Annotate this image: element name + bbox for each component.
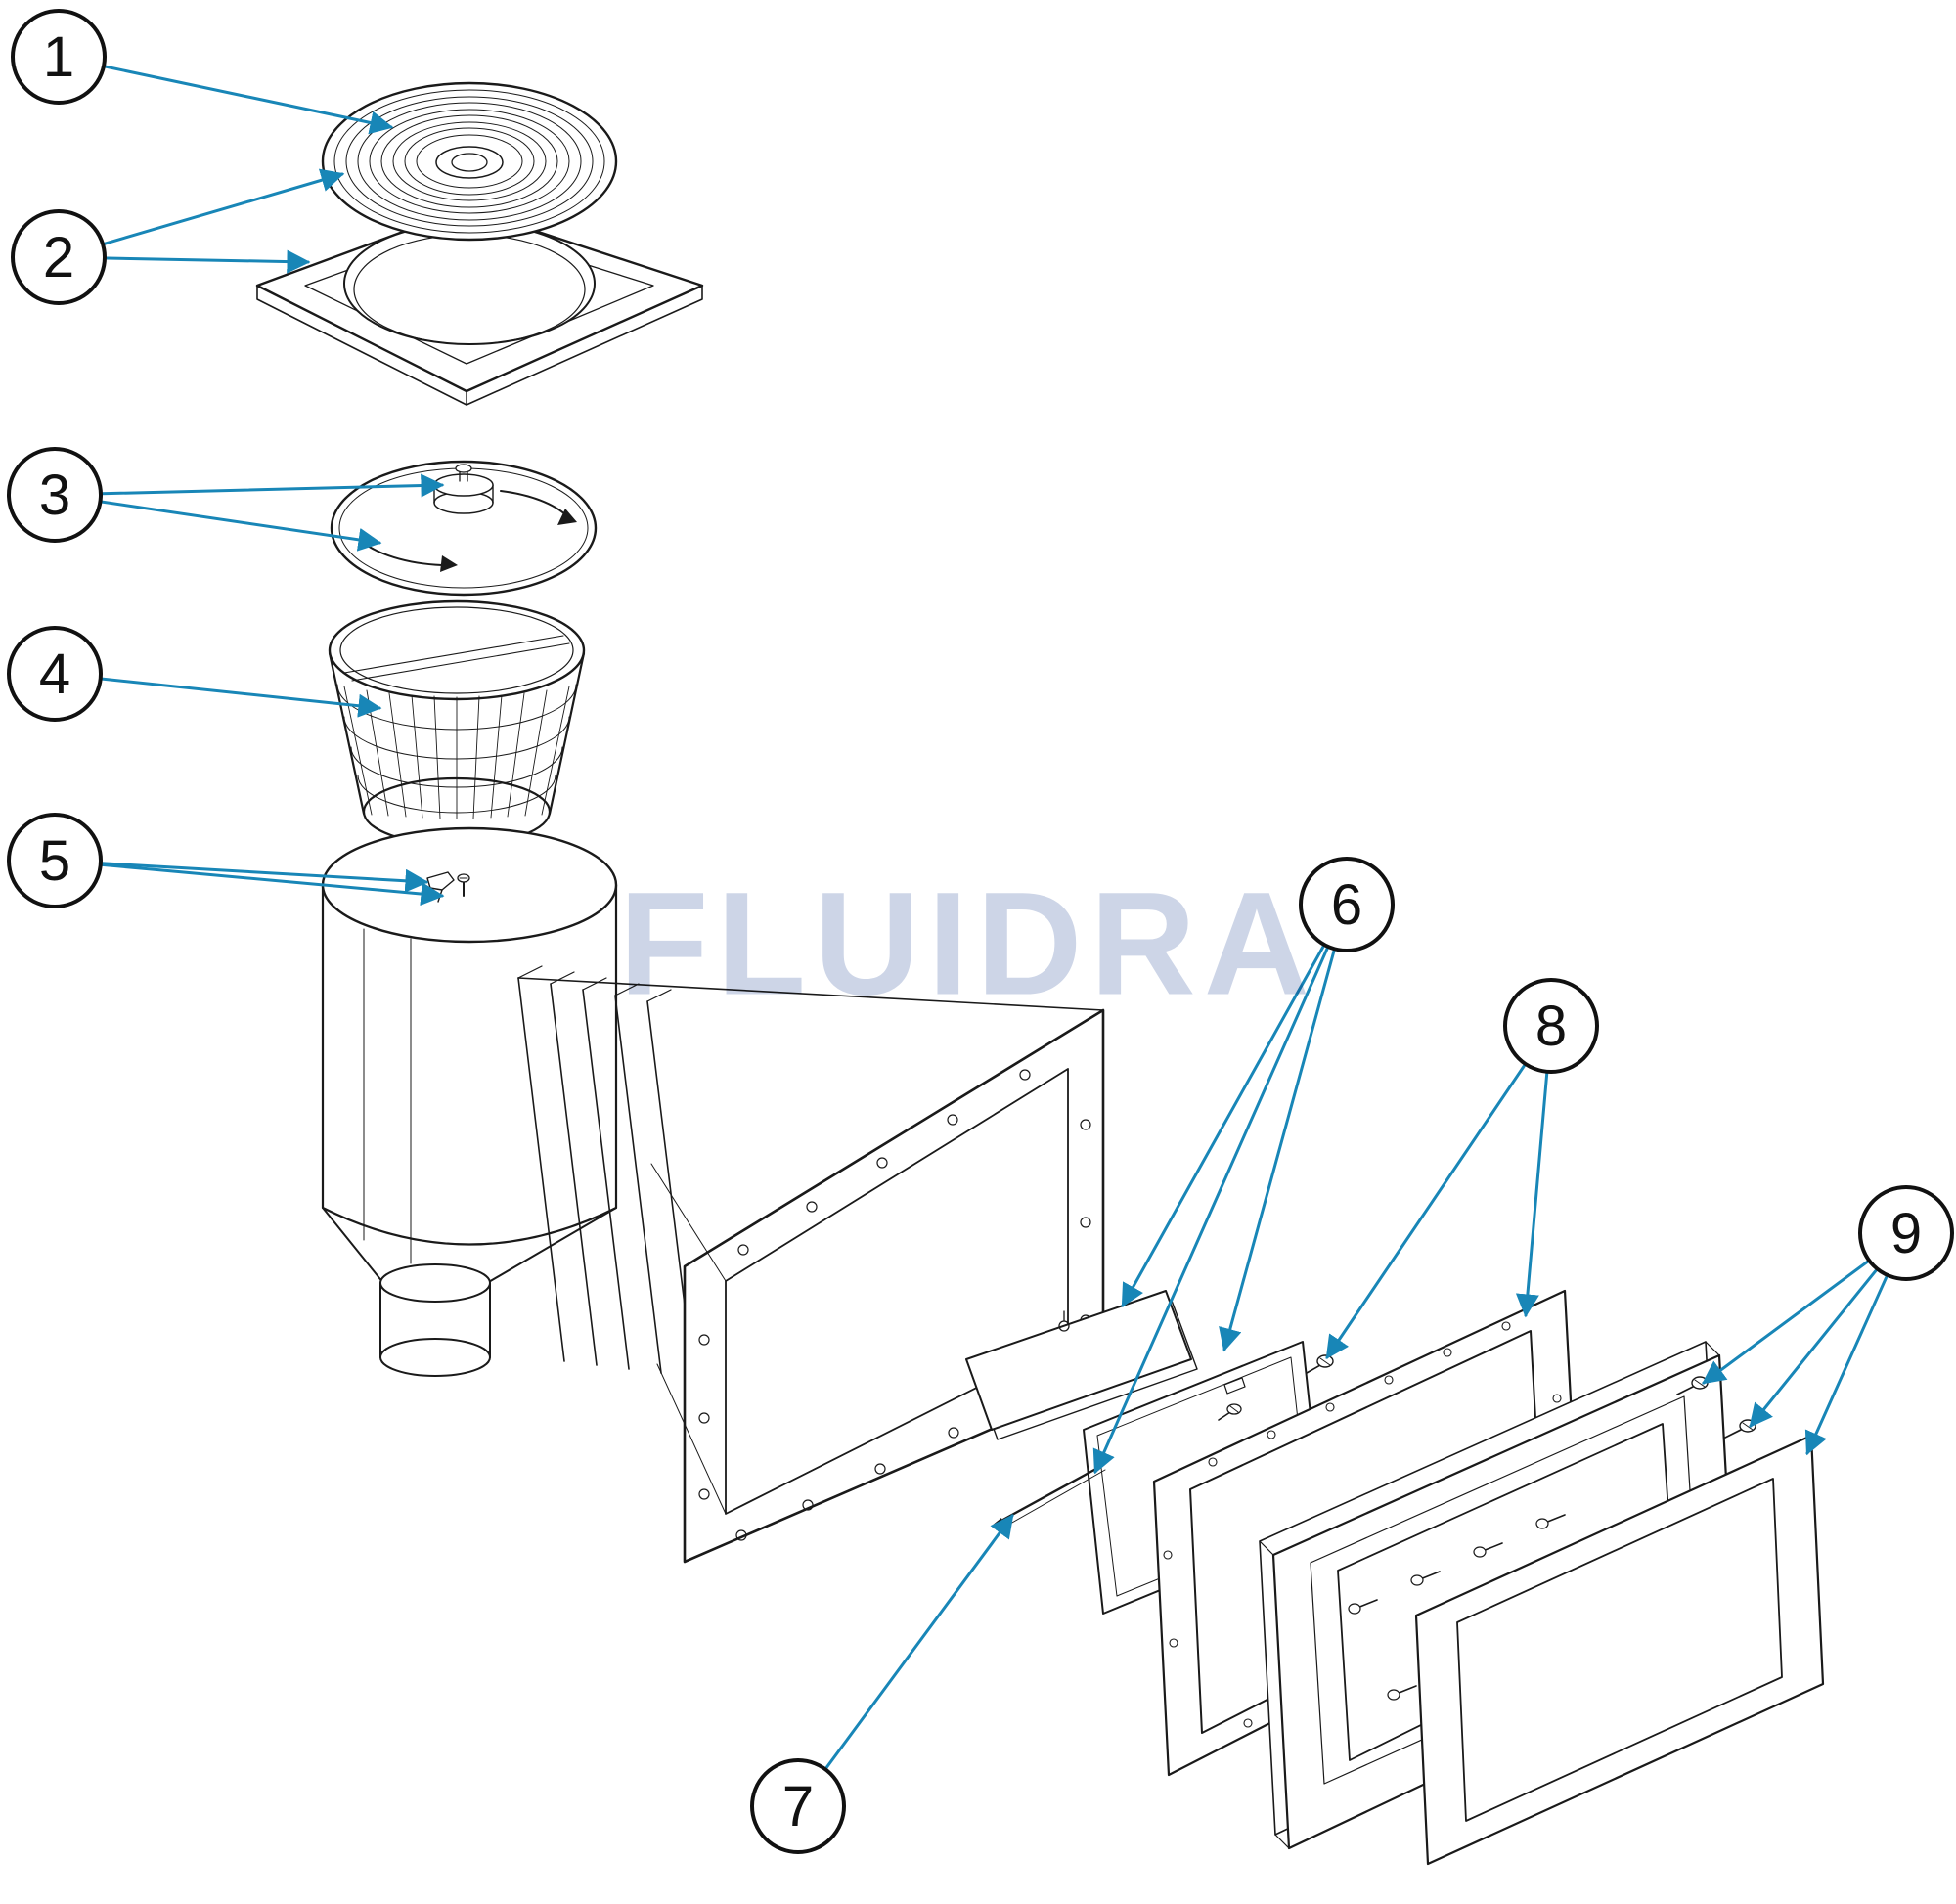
- callout-8: 8: [1503, 978, 1599, 1074]
- leader-line-2a: [57, 168, 345, 259]
- leader-line-1: [57, 55, 394, 135]
- callout-7: 7: [750, 1758, 846, 1854]
- skimmer-body: [321, 826, 618, 1377]
- leader-line-8a: [1325, 1024, 1553, 1359]
- callout-9: 9: [1858, 1185, 1954, 1281]
- callout-6: 6: [1299, 857, 1395, 952]
- leader-lines: [53, 55, 1908, 1808]
- leader-line-3a: [53, 473, 445, 498]
- leader-line-6c: [1092, 903, 1349, 1475]
- part-basket: [328, 599, 586, 847]
- callout-3: 3: [7, 447, 103, 543]
- callout-4: 4: [7, 626, 103, 722]
- callout-2: 2: [11, 209, 107, 305]
- part-vortex-cover: [330, 460, 598, 597]
- leader-line-8b: [1515, 1024, 1553, 1318]
- part-trim-frame: [1414, 1434, 1825, 1866]
- leader-line-3b: [53, 493, 382, 552]
- callout-1: 1: [11, 9, 107, 105]
- part-circular-lid: [321, 81, 618, 242]
- part-weir-flap: [965, 1290, 1198, 1440]
- leader-line-5b: [53, 859, 445, 906]
- part-square-frame: [255, 206, 704, 406]
- leader-line-4: [53, 672, 382, 718]
- screw-front-frame-2: [1724, 1419, 1756, 1439]
- leader-line-6b: [1219, 903, 1349, 1352]
- screw-weir-plate: [1306, 1354, 1334, 1374]
- leader-line-7: [796, 1514, 1014, 1808]
- leader-line-5a: [53, 859, 429, 893]
- callout-5: 5: [7, 813, 103, 908]
- leader-line-6a: [1121, 903, 1349, 1308]
